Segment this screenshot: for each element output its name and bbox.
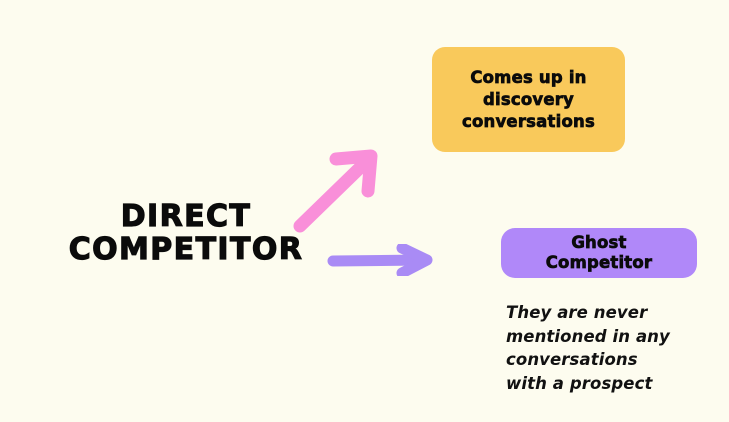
arrow-up-right-icon (292, 146, 382, 234)
ghost-pill-line-2: Competitor (545, 253, 653, 273)
ghost-description-line-4: with a prospect (506, 373, 653, 393)
page-title-line-1: DIRECT (120, 199, 252, 234)
page-title: DIRECT COMPETITOR (58, 199, 314, 267)
page-title-line-2: COMPETITOR (68, 232, 304, 267)
ghost-description-line-1: They are never (506, 303, 648, 322)
discovery-conversations-card-text: Comes up in discovery conversations (454, 67, 603, 133)
ghost-competitor-pill[interactable]: Ghost Competitor (501, 228, 697, 278)
ghost-competitor-description: They are never mentioned in any conversa… (506, 301, 716, 395)
discovery-conversations-card[interactable]: Comes up in discovery conversations (432, 47, 625, 152)
ghost-description-line-2: mentioned in any (506, 326, 670, 346)
ghost-description-line-3: conversations (506, 350, 638, 369)
discovery-card-line-1: Comes up in (470, 67, 587, 87)
arrow-right-icon (326, 244, 436, 276)
discovery-card-line-3: conversations (462, 111, 595, 131)
discovery-card-line-2: discovery (482, 89, 575, 109)
ghost-pill-line-1: Ghost (571, 233, 627, 253)
ghost-competitor-pill-text: Ghost Competitor (545, 233, 653, 273)
